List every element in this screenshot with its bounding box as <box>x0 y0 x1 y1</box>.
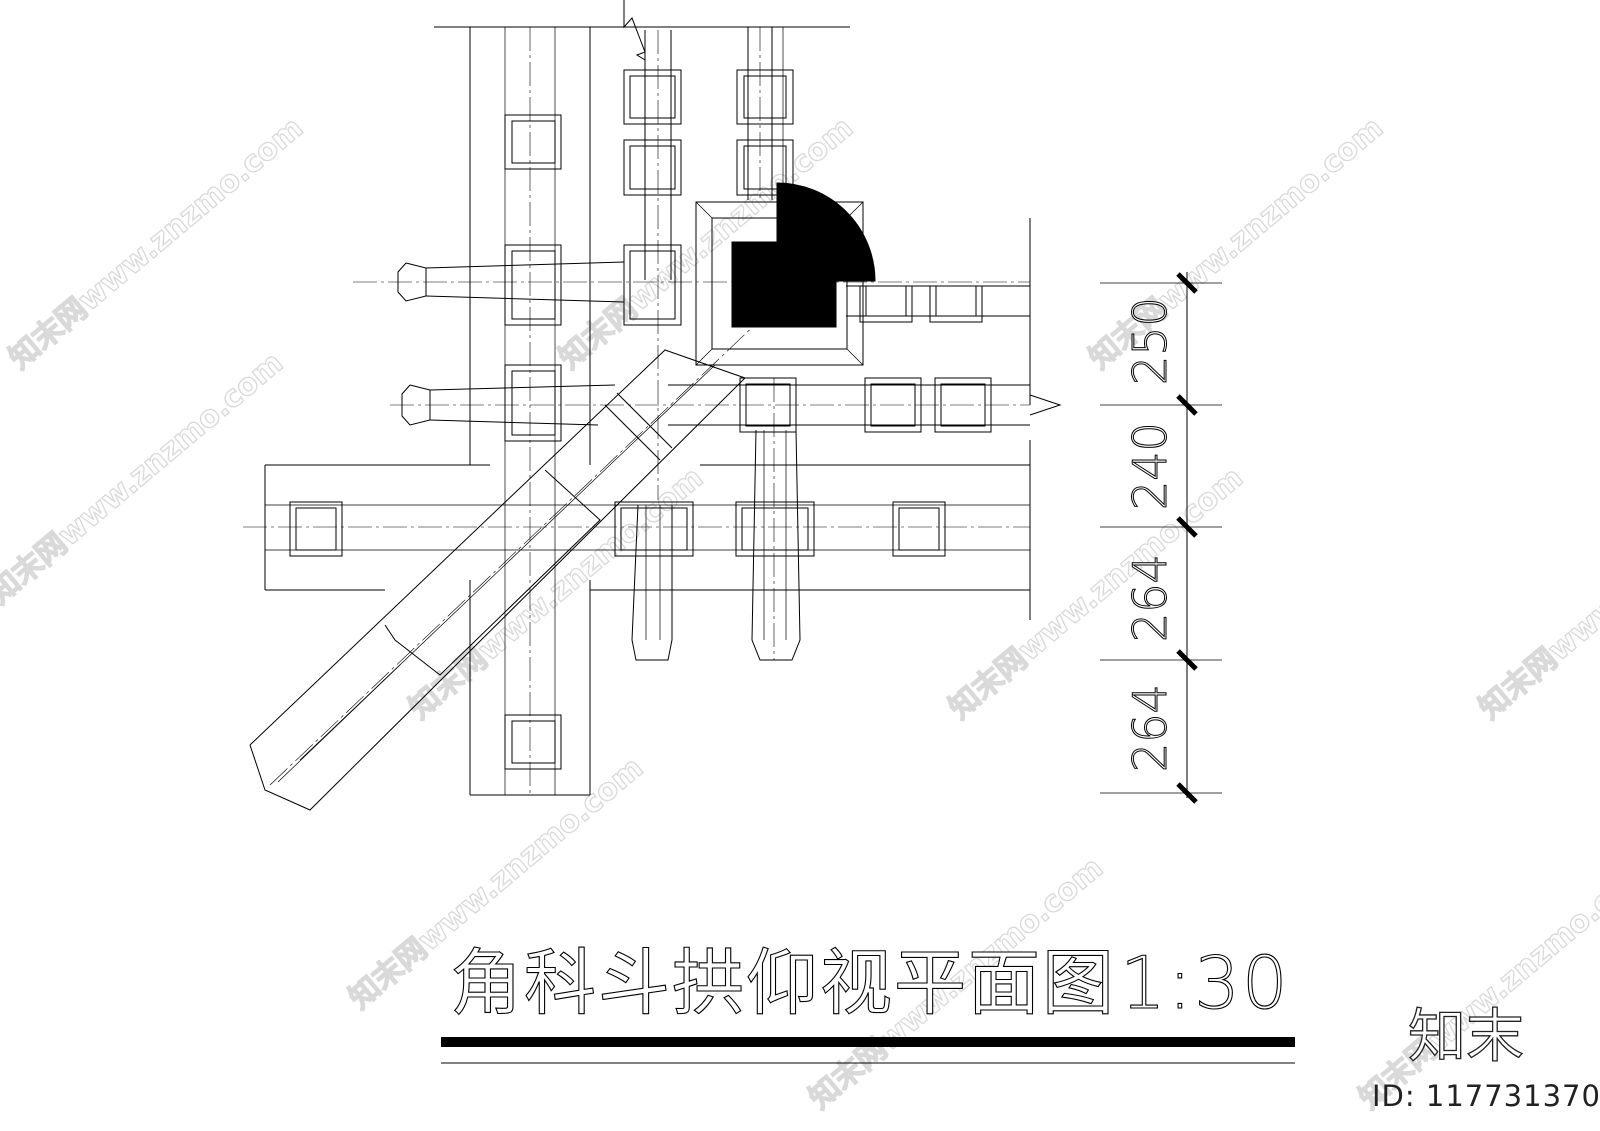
title-underline-thick <box>441 1037 1295 1047</box>
watermark: 知末网www.znzmo.com <box>3 110 310 376</box>
watermark: 知末网www.znzmo.com <box>1353 850 1600 1116</box>
id-label: ID: 1177313707 <box>1372 1079 1600 1113</box>
dimension-label: 250 <box>1123 297 1177 385</box>
bracket-plan <box>243 0 1062 811</box>
dimension-chain: 250 240 264 264 264 <box>1100 272 1222 804</box>
brand-logo: 知末 <box>1408 1002 1524 1070</box>
watermark: 知末网www.znzmo.com <box>943 460 1250 726</box>
diagonal-arm <box>249 319 761 811</box>
watermark: 知末网www.znzmo.com <box>403 460 710 726</box>
drawing-title: 角科斗拱仰视平面图 <box>450 941 1116 1025</box>
column-section <box>731 182 876 328</box>
drawing-scale: 1:30 <box>1120 941 1290 1025</box>
dimension-label: 264 <box>1123 554 1177 642</box>
watermark: 知末网www.znzmo.com <box>1473 460 1600 726</box>
title-block: 角科斗拱仰视平面图 1:30 <box>441 940 1295 1064</box>
branding: 知末 ID: 1177313707 <box>1372 1001 1600 1113</box>
watermark: 知末网www.znzmo.com <box>0 345 290 611</box>
dimension-label: 240 <box>1123 422 1177 510</box>
dimension-label: 264 <box>1123 684 1177 772</box>
